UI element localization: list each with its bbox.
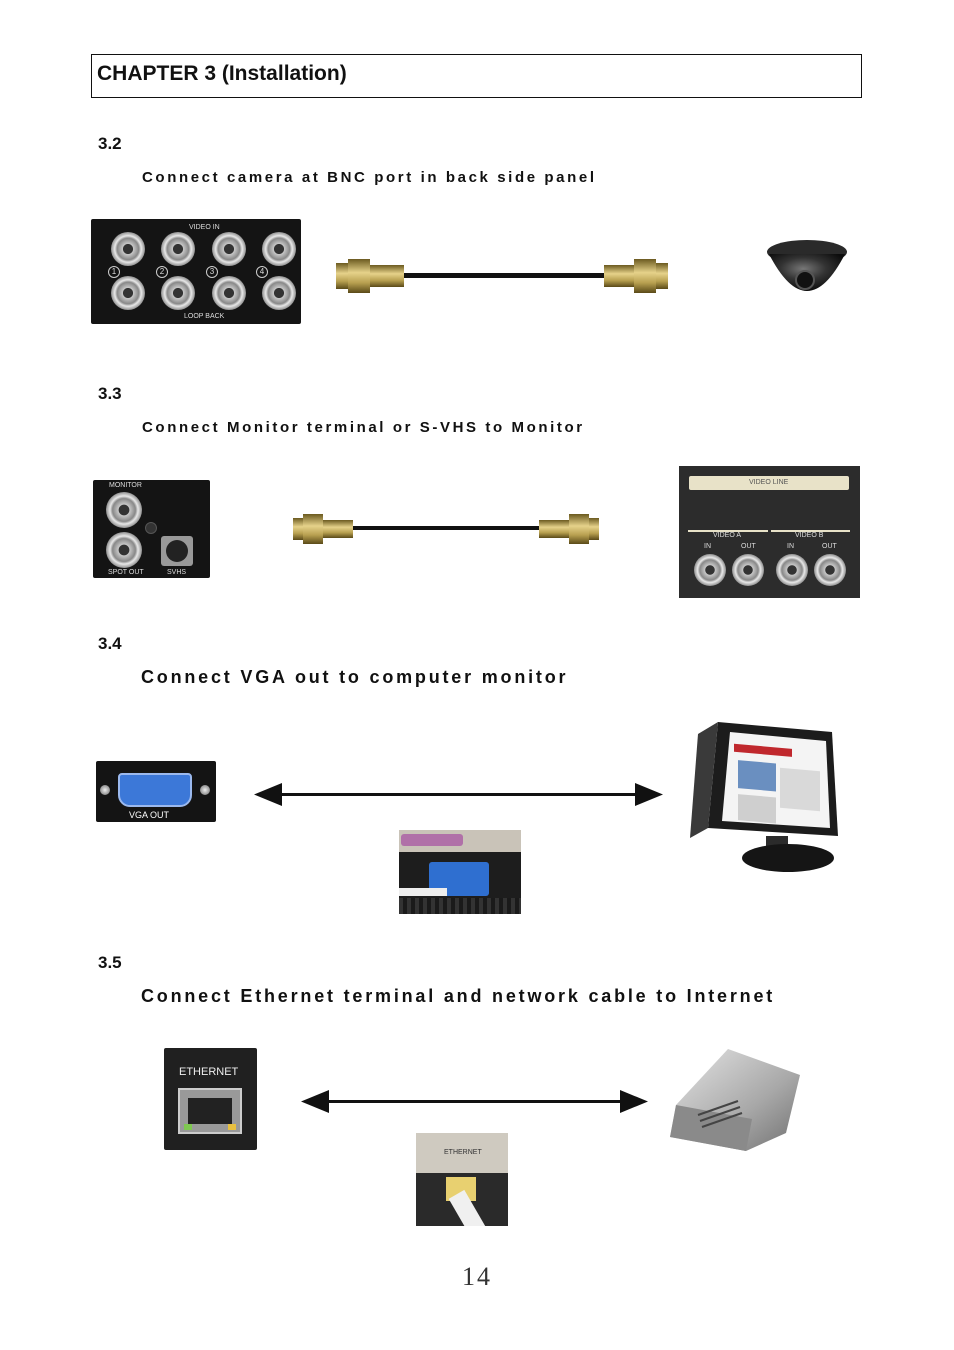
- bnc-cable-image: [293, 514, 599, 544]
- dome-camera-image: [767, 240, 847, 291]
- double-arrow-icon: [301, 1090, 648, 1113]
- channel-3-label: 3: [206, 266, 218, 278]
- chapter-title: CHAPTER 3 (Installation): [97, 62, 347, 85]
- section-number-3-3: 3.3: [98, 384, 122, 403]
- monitor-video-input-panel-image: VIDEO LINE VIDEO A VIDEO B IN OUT IN OUT: [679, 466, 860, 598]
- video-line-plate: [689, 476, 849, 490]
- ethernet-cable-connected-image: ETHERNET: [416, 1133, 508, 1226]
- bnc-port-icon: [111, 232, 145, 266]
- bnc-port-icon: [212, 276, 246, 310]
- chapter-header-box: [91, 54, 862, 98]
- page-number: 14: [462, 1262, 492, 1291]
- bnc-port-icon: [814, 554, 846, 586]
- vga-out-panel-image: VGA OUT: [96, 761, 216, 822]
- bnc-port-icon: [694, 554, 726, 586]
- double-arrow-icon: [254, 783, 663, 806]
- section-description-3-5: Connect Ethernet terminal and network ca…: [141, 986, 776, 1006]
- loop-back-label: LOOP BACK: [184, 313, 225, 320]
- network-modem-image: [670, 1049, 800, 1151]
- channel-4-label: 4: [256, 266, 268, 278]
- bnc-port-icon: [161, 276, 195, 310]
- ethernet-port-panel-image: ETHERNET: [164, 1048, 257, 1150]
- bnc-port-icon: [262, 276, 296, 310]
- rj45-port-icon: [178, 1088, 242, 1134]
- svhs-label: SVHS: [167, 569, 187, 576]
- section-number-3-2: 3.2: [98, 134, 122, 153]
- monitor-output-panel-image: MONITOR SPOT OUT SVHS: [93, 480, 210, 578]
- section-number-3-4: 3.4: [98, 634, 122, 653]
- section-description-3-4: Connect VGA out to computer monitor: [141, 667, 569, 687]
- section-description-3-3: Connect Monitor terminal or S-VHS to Mon…: [142, 419, 585, 436]
- bnc-cable-image: [336, 259, 668, 293]
- video-b-label: VIDEO B: [795, 532, 824, 539]
- bnc-port-icon: [212, 232, 246, 266]
- monitor-label: MONITOR: [109, 482, 142, 489]
- vga-port-icon: [118, 773, 192, 807]
- section-description-3-2: Connect camera at BNC port in back side …: [142, 169, 597, 186]
- bnc-port-icon: [111, 276, 145, 310]
- bnc-port-icon: [776, 554, 808, 586]
- bnc-port-icon: [161, 232, 195, 266]
- video-b-in-label: IN: [787, 543, 794, 550]
- bnc-port-icon: [106, 492, 142, 528]
- video-in-label: VIDEO IN: [189, 224, 220, 231]
- video-line-label: VIDEO LINE: [749, 479, 789, 486]
- video-a-label: VIDEO A: [713, 532, 742, 539]
- bnc-back-panel-image: VIDEO IN LOOP BACK 1 2 3 4: [91, 219, 301, 324]
- ethernet-label: ETHERNET: [179, 1066, 239, 1078]
- computer-monitor-image: [690, 722, 838, 872]
- channel-1-label: 1: [108, 266, 120, 278]
- vga-cable-connected-image: [399, 830, 521, 914]
- svhs-port-icon: [161, 536, 193, 566]
- channel-2-label: 2: [156, 266, 168, 278]
- bnc-port-icon: [732, 554, 764, 586]
- bnc-port-icon: [262, 232, 296, 266]
- vga-out-label: VGA OUT: [129, 810, 170, 820]
- ethernet-small-label: ETHERNET: [444, 1149, 482, 1156]
- video-a-in-label: IN: [704, 543, 711, 550]
- video-a-out-label: OUT: [741, 543, 756, 550]
- bnc-port-icon: [106, 532, 142, 568]
- spot-out-label: SPOT OUT: [108, 569, 144, 576]
- screw-icon: [145, 522, 157, 534]
- video-b-out-label: OUT: [822, 543, 837, 550]
- section-number-3-5: 3.5: [98, 953, 122, 972]
